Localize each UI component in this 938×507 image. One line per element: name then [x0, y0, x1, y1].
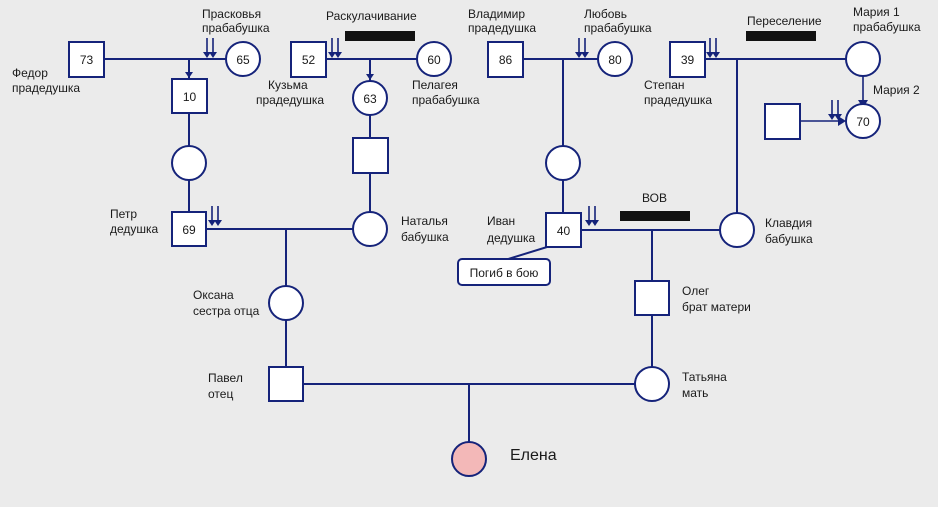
person-unknown-male[interactable] — [764, 103, 801, 140]
event-label-resettlement: Переселение — [747, 14, 822, 28]
person-value: 65 — [236, 53, 250, 67]
person-child63[interactable]: 63 — [352, 80, 388, 116]
label-vladimir-role: прадедушка — [468, 21, 536, 35]
label-oksana-name: Оксана — [193, 288, 234, 302]
double-arrow-icon — [328, 38, 342, 58]
person-ivan[interactable]: 40 — [545, 212, 582, 248]
label-maria1-name: Мария 1 — [853, 5, 900, 19]
person-petr[interactable]: 69 — [171, 211, 207, 247]
double-arrow-icon — [203, 38, 217, 58]
label-pavel-role: отец — [208, 387, 233, 401]
double-arrow-icon — [208, 206, 222, 226]
label-pavel-name: Павел — [208, 371, 243, 385]
double-arrow-markers — [83, 38, 842, 226]
person-son10[interactable]: 10 — [171, 78, 208, 114]
label-oksana-role: сестра отца — [193, 304, 260, 318]
label-praskovya-role: прабабушка — [202, 21, 270, 35]
label-ivan-role: дедушка — [487, 231, 536, 245]
label-oleg-name: Олег — [682, 284, 710, 298]
event-bar-war — [620, 211, 690, 221]
label-kuzma-name: Кузьма — [268, 78, 308, 92]
person-vladimir[interactable]: 86 — [487, 41, 524, 78]
double-arrow-icon — [575, 38, 589, 58]
person-pelageya[interactable]: 60 — [416, 41, 452, 77]
label-natalya-name: Наталья — [401, 214, 448, 228]
label-lyubov-name: Любовь — [584, 7, 627, 21]
person-natalya[interactable] — [352, 211, 388, 247]
person-value: 63 — [363, 92, 377, 106]
double-arrow-icon — [828, 100, 842, 120]
label-petr-role: дедушка — [110, 222, 159, 236]
event-bar-resettlement — [746, 31, 816, 41]
link-unknown-maria2-arrowhead — [838, 116, 846, 126]
person-value: 73 — [80, 53, 94, 67]
person-value: 52 — [302, 53, 316, 67]
label-lyubov-role: прабабушка — [584, 21, 652, 35]
person-value: 69 — [182, 223, 196, 237]
event-bar-dispossession — [345, 31, 415, 41]
label-fedor-name: Федор — [12, 66, 48, 80]
label-praskovya-name: Прасковья — [202, 7, 261, 21]
label-stepan-role: прадедушка — [644, 93, 712, 107]
arrow-down-icon — [366, 59, 374, 80]
person-value: 39 — [681, 53, 695, 67]
person-pavel[interactable] — [268, 366, 304, 402]
callout-text: Погиб в бою — [470, 266, 539, 280]
label-petr-name: Петр — [110, 207, 137, 221]
person-value: 70 — [856, 115, 870, 129]
event-label-dispossession: Раскулачивание — [326, 9, 417, 23]
label-elena-name: Елена — [510, 447, 557, 464]
double-arrow-icon — [585, 206, 599, 226]
label-fedor-role: прадедушка — [12, 81, 80, 95]
person-value: 40 — [557, 224, 571, 238]
person-value: 80 — [608, 53, 622, 67]
person-oksana[interactable] — [268, 285, 304, 321]
label-klavdiya-role: бабушка — [765, 232, 813, 246]
label-stepan-name: Степан — [644, 78, 685, 92]
label-natalya-role: бабушка — [401, 230, 449, 244]
person-tatyana[interactable] — [634, 366, 670, 402]
person-value: 10 — [183, 90, 197, 104]
person-petr-sibling[interactable] — [171, 145, 207, 181]
label-klavdiya-name: Клавдия — [765, 216, 812, 230]
label-oleg-role: брат матери — [682, 300, 751, 314]
person-klavdiya[interactable] — [719, 212, 755, 248]
person-lyubov[interactable]: 80 — [597, 41, 633, 77]
person-maria2[interactable]: 70 — [845, 103, 881, 139]
label-kuzma-role: прадедушка — [256, 93, 324, 107]
person-maria1[interactable] — [845, 41, 881, 77]
person-ivan-sibling[interactable] — [545, 145, 581, 181]
person-oleg[interactable] — [634, 280, 670, 316]
person-fedor[interactable]: 73 — [68, 41, 105, 78]
label-maria2-name: Мария 2 — [873, 83, 920, 97]
double-arrow-icon — [706, 38, 720, 58]
label-tatyana-role: мать — [682, 386, 708, 400]
label-ivan-name: Иван — [487, 214, 515, 228]
label-tatyana-name: Татьяна — [682, 370, 727, 384]
person-elena[interactable] — [451, 441, 487, 477]
person-value: 86 — [499, 53, 513, 67]
label-maria1-role: прабабушка — [853, 20, 921, 34]
label-pelageya-role: прабабушка — [412, 93, 480, 107]
arrow-down-icon — [185, 59, 193, 78]
event-bars — [345, 31, 816, 221]
label-pelageya-name: Пелагея — [412, 78, 458, 92]
person-kuzma[interactable]: 52 — [290, 41, 327, 78]
callout-killed-in-action: Погиб в бою — [457, 258, 551, 286]
label-vladimir-name: Владимир — [468, 7, 525, 21]
person-natalya-sibling[interactable] — [352, 137, 389, 174]
person-value: 60 — [427, 53, 441, 67]
person-praskovya[interactable]: 65 — [225, 41, 261, 77]
person-stepan[interactable]: 39 — [669, 41, 706, 78]
event-label-war: ВОВ — [642, 191, 667, 205]
